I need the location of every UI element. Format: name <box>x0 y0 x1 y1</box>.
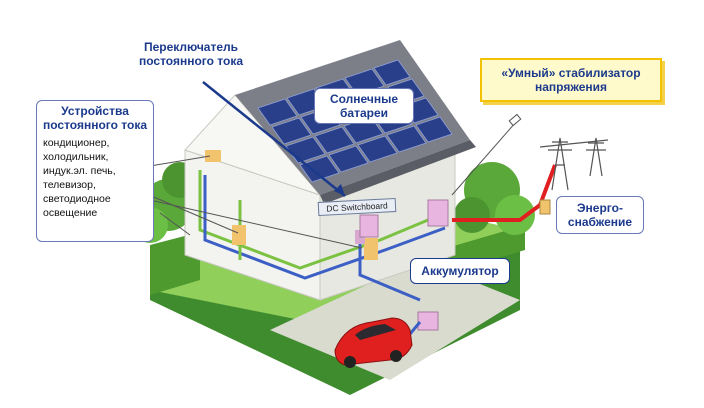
label-dc-switch: Переключатель постоянного тока <box>138 40 244 68</box>
solar-panel <box>415 116 453 143</box>
meter-box <box>539 199 551 215</box>
label-smart-stabilizer: «Умный» стабилизатор напряжения <box>480 58 662 102</box>
solar-panel <box>299 155 340 183</box>
wire-blue <box>203 175 446 280</box>
pointer-device-4 <box>159 212 191 236</box>
wire-blue-2 <box>358 230 421 302</box>
dc-device-item: освещение <box>43 207 98 219</box>
dc-device-item: индук.эл. печь, <box>43 165 116 177</box>
pointer-dc-switch <box>202 81 346 197</box>
wire-green <box>198 170 441 270</box>
device-box <box>364 238 378 260</box>
inverter-box <box>359 214 379 238</box>
pointer-smart-tag <box>508 113 522 127</box>
device-box <box>232 225 246 245</box>
device-box <box>205 150 221 162</box>
inverter-box <box>427 199 449 227</box>
solar-panel <box>314 126 355 154</box>
power-line <box>539 139 609 148</box>
dc-device-item: холодильник, <box>43 151 109 163</box>
tree-right-3 <box>454 197 490 233</box>
grid-supply-line <box>452 164 557 222</box>
solar-panel <box>257 98 298 126</box>
solar-panel <box>373 59 411 86</box>
pylon <box>548 137 572 191</box>
pointer-device-2 <box>141 191 239 234</box>
dc-device-item: светодиодное <box>43 193 111 205</box>
label-grid: Энерго-снабжение <box>556 196 644 234</box>
solar-panel <box>271 117 312 145</box>
solar-panel <box>386 125 427 153</box>
label-solar: Солнечные батареи <box>314 88 414 124</box>
solar-panel <box>328 145 369 173</box>
power-pylons <box>539 137 609 191</box>
pylon <box>586 137 606 177</box>
dc-devices-title: Устройства постоянного тока <box>42 104 148 132</box>
dc-device-item: кондиционер, <box>43 137 110 149</box>
electric-car <box>334 317 413 368</box>
label-battery: Аккумулятор <box>410 258 510 284</box>
dc-device-item: телевизор, <box>43 179 96 191</box>
pointer-device-3 <box>149 199 363 249</box>
battery-unit <box>417 311 439 331</box>
car-wheel <box>390 350 402 362</box>
roof-edge <box>320 140 476 204</box>
dc-devices-list: кондиционер, холодильник, индук.эл. печь… <box>37 134 153 222</box>
pointer-smart <box>451 121 517 196</box>
dc-devices-box: Устройства постоянного тока кондиционер,… <box>36 100 154 242</box>
car-wheel <box>344 356 356 368</box>
tree-right-2 <box>495 195 535 235</box>
solar-panel <box>357 135 398 163</box>
pointer-dc-switch-arrow <box>334 184 345 196</box>
car-window <box>355 324 396 340</box>
